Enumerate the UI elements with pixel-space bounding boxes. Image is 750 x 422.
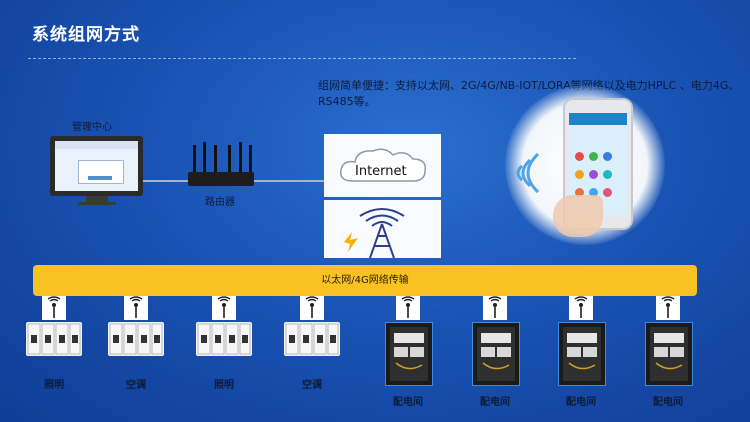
app-icon [603,170,612,179]
signal-tower-icon [344,208,405,258]
distribution-cabinet [645,322,693,386]
device-label: 空调 [126,380,146,391]
link-mgmt-router [143,180,188,182]
router-antenna [239,142,242,172]
router-antenna [203,142,206,172]
login-panel [78,160,124,184]
router-antenna [214,145,217,175]
device-label: 配电间 [480,397,510,408]
transport-bus: 以太网/4G网络传输 [33,265,697,296]
wifi-signal-icon [569,296,593,320]
link-router-internet [254,180,324,182]
page-title: 系统组网方式 [32,25,140,45]
wifi-signal-icon [300,296,324,320]
app-icon [603,188,612,197]
app-icon [575,188,584,197]
device-label: 照明 [44,380,64,391]
router-antenna [193,145,196,175]
network-description: 组网简单便捷：支持以太网、2G/4G/NB-IOT/LORA等网络以及电力HPL… [318,79,740,108]
wifi-signal-icon [396,296,420,320]
distribution-cabinet [558,322,606,386]
monitor-title-bar [55,141,138,149]
device-label: 配电间 [393,397,423,408]
device-label: 配电间 [653,397,683,408]
device-label: 空调 [302,380,322,391]
wifi-signal-icon [656,296,680,320]
app-header [569,113,627,125]
smart-breaker [108,322,164,356]
router-label: 路由器 [205,197,235,208]
app-icon [589,152,598,161]
router-antenna [228,145,231,175]
app-icon [603,152,612,161]
app-icon [575,152,584,161]
wifi-signal-icon [212,296,236,320]
smart-breaker [196,322,252,356]
internet-label: Internet [355,164,407,179]
wifi-signal-icon [483,296,507,320]
monitor-stand [86,196,108,202]
wifi-signal-icon [124,296,148,320]
cloud-icon [340,148,426,182]
transport-label: 以太网/4G网络传输 [321,275,409,286]
device-label: 照明 [214,380,234,391]
smart-breaker [26,322,82,356]
monitor-base [78,202,116,205]
title-divider [28,58,576,59]
smart-breaker [284,322,340,356]
router-antenna [249,145,252,175]
router-icon [188,172,254,186]
distribution-cabinet [385,322,433,386]
distribution-cabinet [472,322,520,386]
app-icon [589,188,598,197]
management-center-label: 管理中心 [72,122,112,133]
app-icon [589,170,598,179]
device-label: 配电间 [566,397,596,408]
wifi-signal-icon [42,296,66,320]
hand [553,195,603,237]
login-button [88,176,112,180]
wireless-signal-icon [516,152,540,194]
app-icon [575,170,584,179]
